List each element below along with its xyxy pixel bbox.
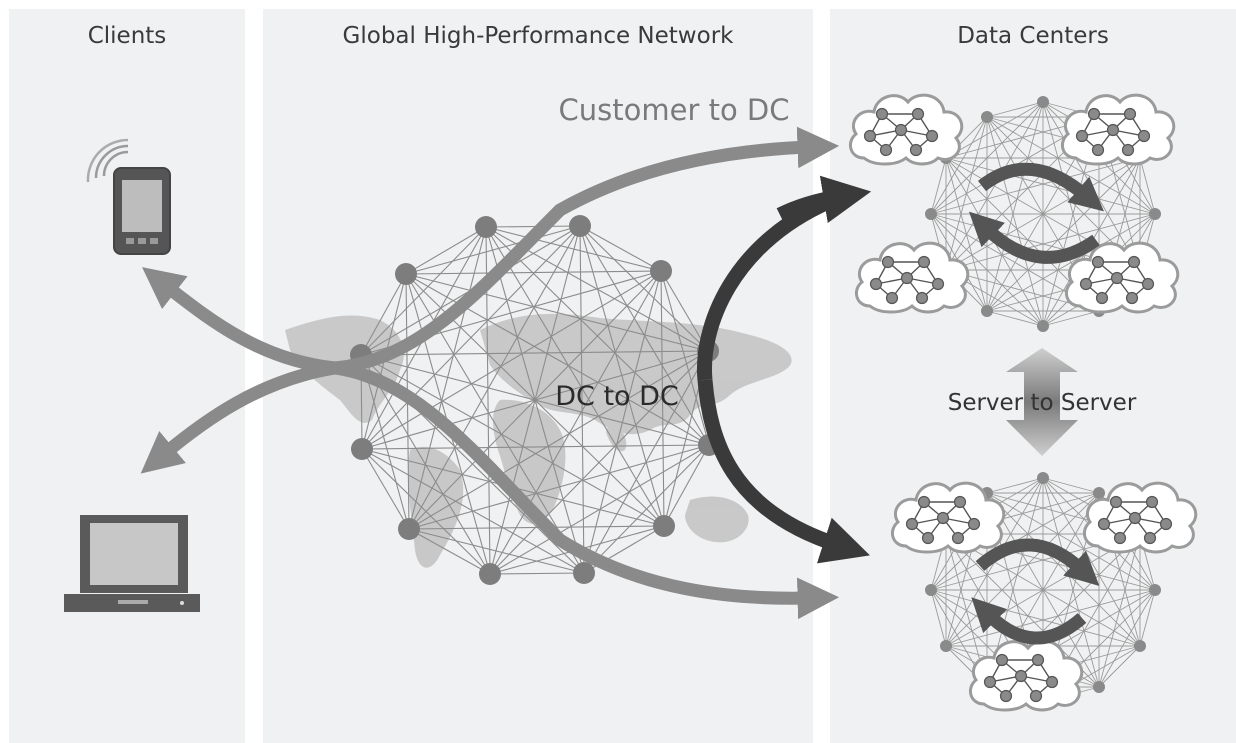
customer-to-dc-arrows — [140, 126, 840, 620]
datacenters-title: Data Centers — [957, 23, 1109, 49]
mesh-link — [360, 273, 407, 356]
mesh-link — [408, 225, 581, 530]
mesh-link — [579, 225, 585, 574]
mesh-link — [663, 444, 710, 527]
mesh-link — [930, 157, 947, 215]
mesh-link — [405, 270, 662, 275]
mesh-link — [361, 270, 662, 450]
clients-panel: Clients — [9, 9, 245, 743]
mesh-link — [489, 270, 662, 575]
mesh-node — [1149, 584, 1161, 596]
mesh-link — [930, 116, 988, 215]
mesh-link — [361, 444, 710, 450]
mesh-node — [1037, 472, 1049, 484]
mesh-link — [930, 157, 1141, 215]
clients-title: Clients — [87, 23, 167, 49]
mesh-node — [573, 562, 595, 584]
mesh-node — [398, 518, 420, 540]
mesh-link — [986, 477, 1044, 494]
mesh-link — [986, 116, 1156, 215]
mesh-link — [360, 354, 665, 527]
global-mesh — [350, 215, 720, 585]
mesh-node — [1037, 96, 1049, 108]
cycle-arrows-lower — [971, 538, 1100, 645]
mesh-link — [405, 273, 709, 352]
mesh-link — [408, 528, 585, 574]
mesh-link — [361, 448, 410, 530]
mesh-link — [579, 225, 662, 272]
mesh-node — [479, 563, 501, 585]
mesh-link — [360, 354, 410, 530]
mesh-node — [981, 305, 993, 317]
dc-to-dc-label: DC to DC — [555, 381, 679, 412]
mesh-node — [653, 515, 675, 537]
mesh-node — [1093, 681, 1105, 693]
mesh-link — [1139, 589, 1156, 647]
mesh-link — [945, 157, 988, 312]
mesh-link — [660, 270, 709, 352]
mesh-link — [986, 101, 1044, 118]
mesh-node — [981, 111, 993, 123]
mesh-link — [986, 492, 1100, 688]
mesh-link — [485, 226, 585, 574]
mesh-link — [1042, 477, 1100, 494]
mesh-node — [1149, 208, 1161, 220]
mesh-node — [925, 584, 937, 596]
mesh-link — [945, 157, 1156, 215]
mesh-node — [1037, 320, 1049, 332]
mesh-link — [360, 226, 487, 356]
mesh-link — [945, 116, 988, 271]
mesh-node — [351, 438, 373, 460]
mesh-link — [408, 226, 487, 530]
mesh-node — [569, 215, 591, 237]
mesh-node — [650, 260, 672, 282]
mesh-link — [945, 213, 1156, 271]
laptop-icon — [64, 515, 200, 612]
mesh-node — [1134, 640, 1146, 652]
mesh-link — [579, 225, 665, 527]
mesh-link — [1098, 645, 1141, 688]
mesh-link — [361, 448, 585, 574]
mesh-link — [485, 226, 710, 446]
mesh-link — [930, 589, 947, 647]
mesh-link — [408, 525, 665, 530]
mesh-link — [408, 528, 491, 575]
network-title: Global High-Performance Network — [342, 23, 734, 49]
mesh-link — [945, 589, 1156, 647]
mesh-link — [1042, 310, 1100, 327]
mesh-link — [930, 589, 1141, 647]
mesh-link — [986, 157, 1141, 312]
server-to-server-label: Server to Server — [948, 390, 1137, 416]
cycle-arrows-upper — [968, 162, 1104, 264]
mesh-link — [986, 101, 1044, 312]
mesh-link — [583, 270, 662, 574]
mesh-node — [925, 208, 937, 220]
dc-to-dc-arrow — [696, 175, 872, 564]
mesh-link — [986, 310, 1044, 327]
cloud-cluster-icon — [848, 93, 1180, 314]
mesh-link — [660, 270, 665, 527]
mesh-link — [405, 226, 487, 275]
mesh-node — [395, 263, 417, 285]
mesh-link — [485, 225, 581, 228]
mesh-link — [986, 116, 1044, 327]
mesh-link — [360, 350, 709, 356]
mesh-link — [489, 572, 585, 575]
mesh-link — [485, 226, 662, 272]
mesh-link — [986, 492, 1156, 591]
mesh-node — [940, 640, 952, 652]
mesh-link — [1139, 157, 1156, 215]
smartphone-icon — [86, 138, 171, 255]
server-to-server-arrow — [1006, 348, 1078, 456]
mesh-link — [408, 350, 709, 530]
mesh-node — [1093, 487, 1105, 499]
mesh-link — [485, 226, 665, 527]
mesh-link — [408, 444, 710, 530]
mesh-node — [475, 216, 497, 238]
customer-to-dc-label: Customer to DC — [559, 93, 790, 127]
mesh-link — [583, 350, 709, 574]
mesh-link — [361, 448, 491, 575]
